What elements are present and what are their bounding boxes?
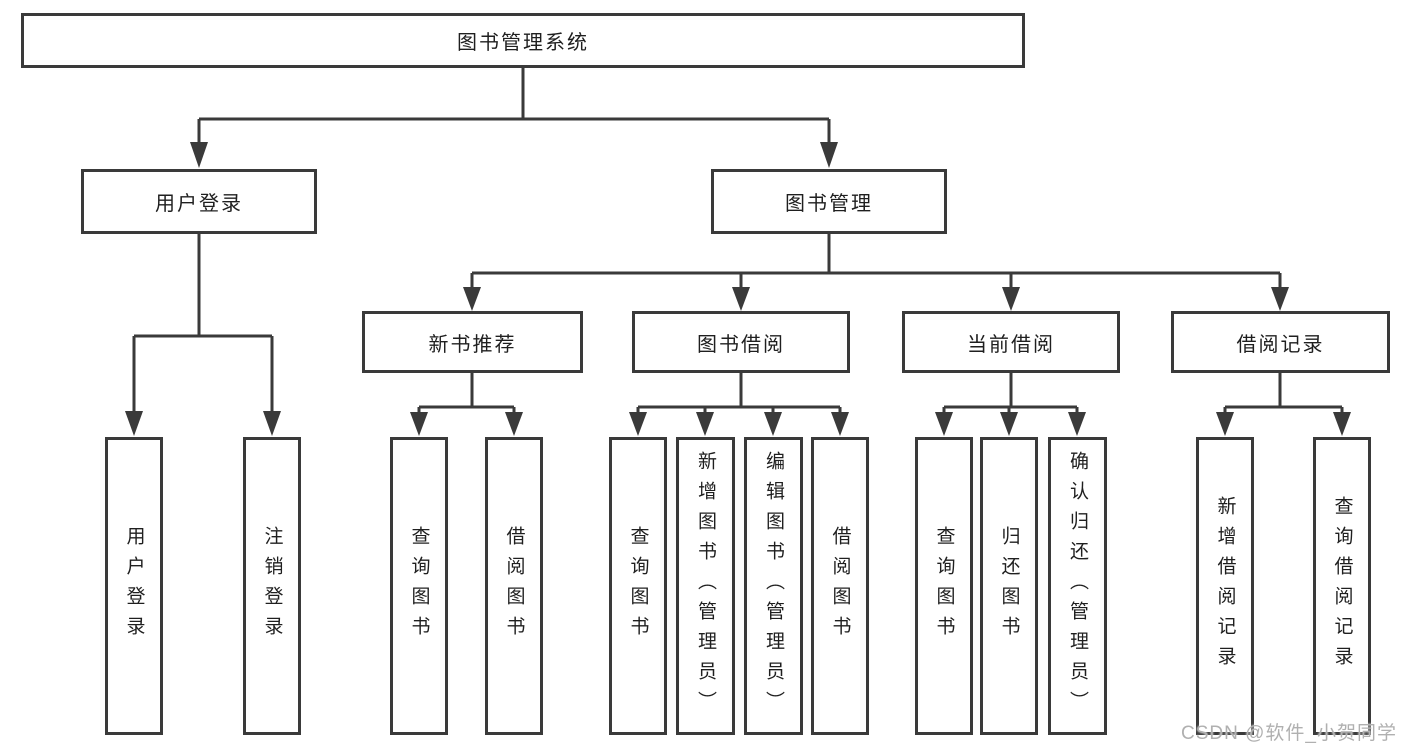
leaf-user-login-label: 用户登录 [123,526,145,646]
node-root: 图书管理系统 [21,13,1025,68]
node-new-book-recommend: 新书推荐 [362,311,583,373]
leaf-newbooks-borrow-label: 借阅图书 [503,526,525,646]
leaf-logout-label: 注销登录 [261,526,283,646]
leaf-records-add-label: 新增借阅记录 [1214,496,1236,676]
node-book-borrow-label: 图书借阅 [697,333,785,356]
node-book-management-label: 图书管理 [785,193,873,215]
leaf-borrow-query-label: 查询图书 [627,526,649,646]
leaf-newbooks-query: 查询图书 [390,437,448,735]
leaf-borrow-query: 查询图书 [609,437,667,735]
leaf-user-login: 用户登录 [105,437,163,735]
node-book-management: 图书管理 [711,169,947,234]
leaf-newbooks-query-label: 查询图书 [408,526,430,646]
leaf-borrow-add-admin: 新增图书（管理员） [676,437,735,735]
node-current-borrow-label: 当前借阅 [967,333,1055,356]
node-root-label: 图书管理系统 [457,32,589,54]
node-new-book-recommend-label: 新书推荐 [428,333,517,356]
csdn-watermark: CSDN @软件_小贺同学 [1181,723,1397,744]
leaf-logout: 注销登录 [243,437,301,735]
leaf-borrow-book: 借阅图书 [811,437,869,735]
arrowheads [125,142,1351,436]
node-book-borrow: 图书借阅 [632,311,850,373]
node-borrow-records-label: 借阅记录 [1236,333,1325,356]
leaf-borrow-add-admin-label: 新增图书（管理员） [695,451,716,721]
leaf-records-query: 查询借阅记录 [1313,437,1371,735]
leaf-current-query-label: 查询图书 [933,526,955,646]
leaf-borrow-edit-admin-label: 编辑图书（管理员） [763,451,784,721]
leaf-borrow-book-label: 借阅图书 [829,526,851,646]
leaf-records-add: 新增借阅记录 [1196,437,1254,735]
node-borrow-records: 借阅记录 [1171,311,1390,373]
leaf-borrow-edit-admin: 编辑图书（管理员） [744,437,803,735]
leaf-current-return: 归还图书 [980,437,1038,735]
leaf-newbooks-borrow: 借阅图书 [485,437,543,735]
leaf-current-query: 查询图书 [915,437,973,735]
leaf-current-confirm-admin-label: 确认归还（管理员） [1067,451,1088,721]
leaf-current-confirm-admin: 确认归还（管理员） [1048,437,1107,735]
node-current-borrow: 当前借阅 [902,311,1120,373]
node-user-login: 用户登录 [81,169,317,234]
leaf-records-query-label: 查询借阅记录 [1331,496,1353,676]
node-user-login-label: 用户登录 [155,193,243,215]
leaf-current-return-label: 归还图书 [998,526,1020,646]
